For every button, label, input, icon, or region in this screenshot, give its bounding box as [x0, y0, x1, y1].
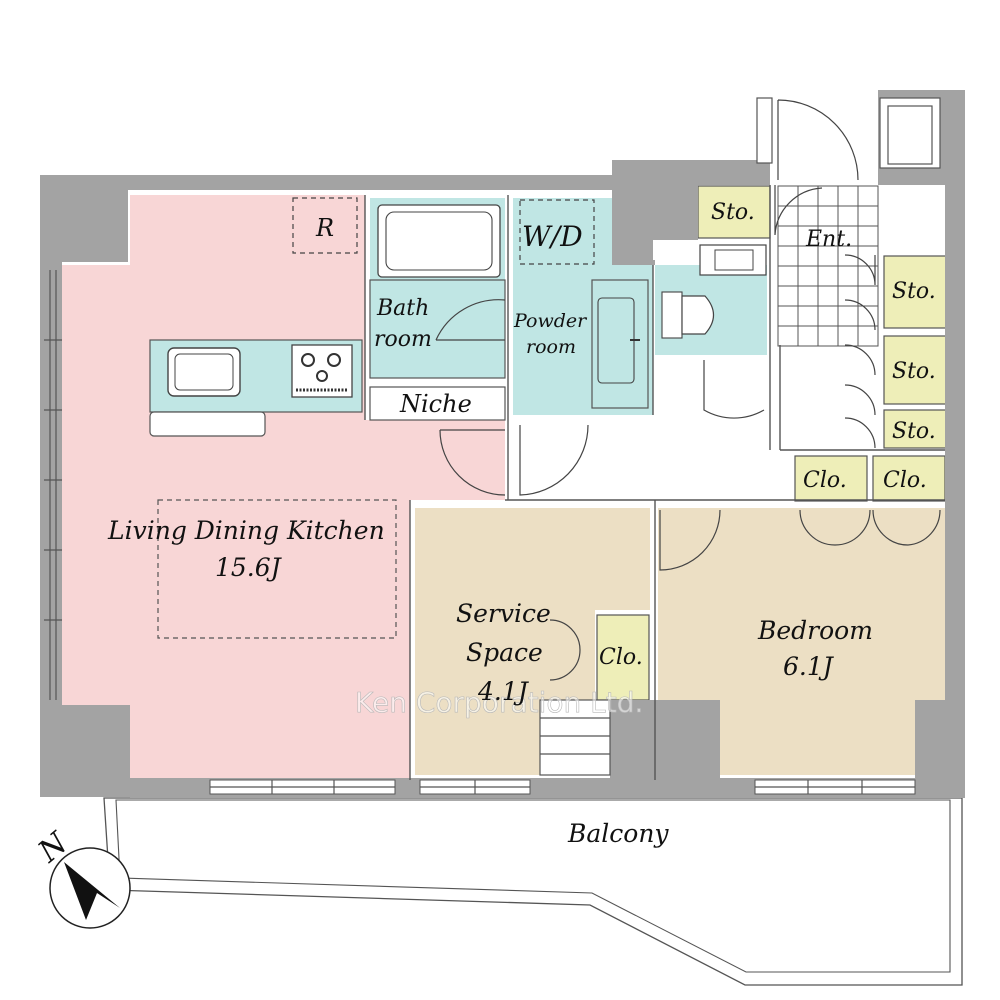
powder-label-line1: Powder — [513, 310, 588, 332]
niche-floor — [369, 386, 506, 421]
sto-2-box — [883, 335, 947, 405]
sto-2-label: Sto. — [892, 359, 936, 384]
refrigerator-label: R — [315, 214, 334, 242]
sto-1-label: Sto. — [892, 279, 936, 304]
balcony-label: Balcony — [567, 819, 669, 848]
left-windows — [44, 270, 62, 700]
sink — [167, 347, 241, 397]
niche-label: Niche — [399, 390, 472, 418]
kitchen-counter — [149, 339, 363, 437]
clo-1-label: Clo. — [803, 468, 847, 493]
bedroom-label: Bedroom — [757, 616, 873, 645]
ldk-size: 15.6J — [215, 553, 283, 582]
bedroom-floor — [658, 508, 945, 775]
wall-left-top-block — [40, 190, 128, 262]
refrigerator-box — [292, 197, 358, 254]
entrance-tiles — [777, 185, 879, 347]
service-size: 4.1J — [477, 677, 530, 706]
clo-1-box — [794, 455, 868, 502]
sto-3-label: Sto. — [892, 419, 936, 444]
wall-top-right — [612, 160, 770, 265]
bath-label-line1: Bath — [376, 296, 429, 321]
compass: N — [31, 825, 131, 929]
wall-left-bottom-block — [40, 705, 130, 797]
ldk-label: Living Dining Kitchen — [107, 516, 385, 545]
clo-service-box — [596, 614, 650, 701]
wall-column-right — [915, 700, 945, 780]
bathtub — [377, 204, 501, 278]
steps — [539, 699, 611, 776]
bedroom-size: 6.1J — [783, 652, 835, 681]
service-label-line1: Service — [456, 599, 551, 628]
clo-2-label: Clo. — [883, 468, 927, 493]
clo-2-box — [872, 455, 946, 502]
powder-label-line2: room — [526, 336, 576, 358]
wall-column-bedroom — [658, 700, 720, 780]
entrance-outside — [756, 97, 941, 181]
bath-label-line2: room — [374, 327, 432, 352]
entrance-label: Ent. — [805, 227, 852, 252]
service-label-line2: Space — [466, 638, 543, 667]
clo-service-label: Clo. — [599, 645, 643, 670]
sto-top-label: Sto. — [711, 200, 755, 225]
watermark: Ken Corporation Ltd. — [355, 686, 643, 719]
sto-1-box — [883, 255, 947, 329]
toilet — [661, 244, 767, 339]
wd-label: W/D — [522, 220, 583, 253]
bottom-windows — [209, 779, 916, 795]
wall-column-mid — [395, 778, 420, 798]
vanity — [591, 279, 649, 409]
north-arrow-icon — [64, 862, 120, 920]
sto-3-box — [883, 409, 947, 449]
doors — [435, 185, 941, 681]
washer-dryer-box — [519, 199, 595, 265]
wall-left-bar — [40, 262, 62, 705]
balcony — [103, 797, 963, 986]
ldk-dashed-area — [157, 499, 397, 639]
partitions — [364, 185, 945, 780]
